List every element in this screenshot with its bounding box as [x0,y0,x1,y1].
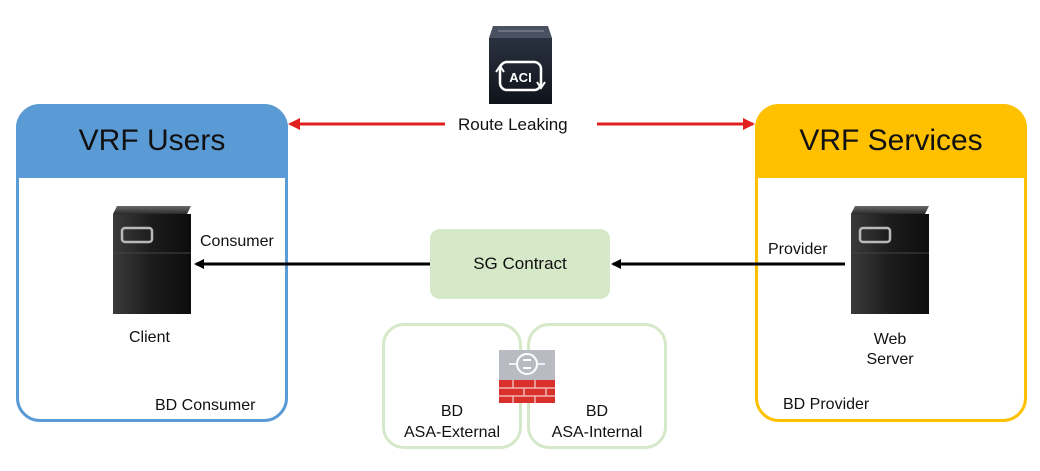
aci-fabric-icon: ACI [489,26,552,104]
bd-external-line1: BD [440,403,464,420]
bd-internal-line2: ASA-Internal [551,424,643,441]
provider-label: Provider [768,241,828,258]
bd-provider-label: BD Provider [783,396,870,413]
sg-contract-box: SG Contract [430,229,610,299]
route-leaking-label: Route Leaking [458,115,568,134]
vrf-users-title: VRF Users [16,104,288,178]
web-server-icon [851,206,929,314]
web-server-label-line2: Server [866,351,914,368]
client-server-icon [113,206,191,314]
consumer-label: Consumer [200,233,274,250]
aci-label: ACI [509,70,531,85]
bd-internal-line1: BD [585,403,609,420]
web-server-label-line1: Web [873,331,907,348]
vrf-services-title: VRF Services [755,104,1027,178]
bd-consumer-label: BD Consumer [155,397,256,414]
sg-contract-label: SG Contract [473,254,567,273]
bd-external-line2: ASA-External [403,424,501,441]
bd-asa-external-container [382,323,522,449]
client-label: Client [129,329,170,346]
firewall-icon [499,350,555,403]
